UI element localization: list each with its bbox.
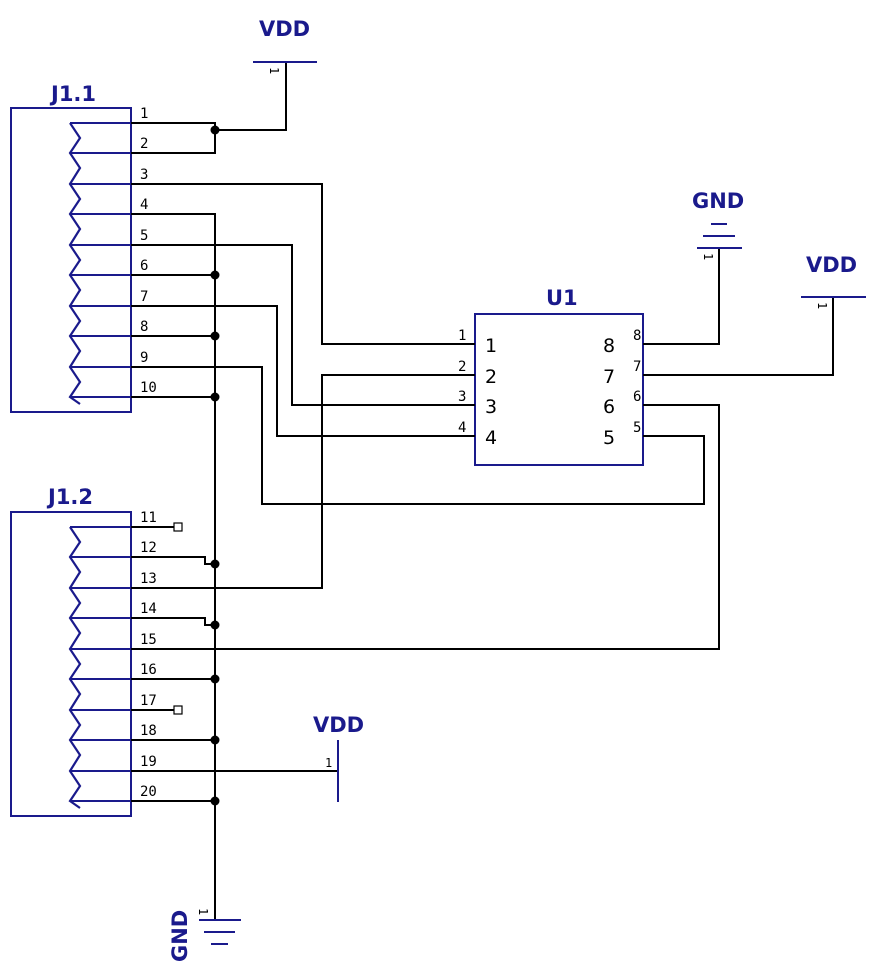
- gnd-symbol-top[interactable]: GND 1: [692, 189, 744, 260]
- pin-label: 20: [140, 784, 157, 800]
- ic-pin-name: 3: [485, 396, 497, 418]
- connector-j1-1[interactable]: J1.1 1 2 3 4 5 6 7 8 9 10: [10, 82, 157, 413]
- gnd-pin-number: 1: [701, 253, 715, 260]
- connector-j1-2-contacts: [68, 526, 82, 809]
- connector-j1-1-body: [10, 107, 132, 413]
- pin-label: 3: [140, 167, 148, 183]
- pin-label: 17: [140, 693, 157, 709]
- connector-j1-2-body: [10, 511, 132, 817]
- vdd-pin-number: 1: [267, 67, 281, 74]
- ic-pin-name: 2: [485, 366, 497, 388]
- pin-label: 19: [140, 754, 157, 770]
- ic-u1-label: U1: [546, 286, 578, 310]
- pin-label: 15: [140, 632, 157, 648]
- ic-u1-body: [474, 313, 644, 466]
- pin-label: 1: [140, 106, 148, 122]
- pin-label: 2: [140, 136, 148, 152]
- connector-j1-1-contacts: [68, 122, 82, 405]
- ic-pin-name: 5: [603, 427, 615, 449]
- pin-label: 4: [140, 197, 148, 213]
- pin-label: 8: [140, 319, 148, 335]
- pin-label: 16: [140, 662, 157, 678]
- connector-j1-2-label: J1.2: [46, 485, 93, 509]
- ic-pin-name: 4: [485, 427, 497, 449]
- connector-j1-2-pin-lines: [70, 526, 131, 802]
- ic-pin-number: 7: [633, 359, 641, 375]
- pin-label: 13: [140, 571, 157, 587]
- gnd-label: GND: [692, 189, 744, 213]
- ic-pin-number: 5: [633, 420, 641, 436]
- ic-pin-number: 2: [458, 359, 466, 375]
- ic-pin-number: 1: [458, 328, 466, 344]
- vdd-symbol-right[interactable]: VDD 1: [801, 253, 866, 309]
- pin-label: 12: [140, 540, 157, 556]
- pin-label: 9: [140, 350, 148, 366]
- no-connect-marker: [173, 705, 183, 715]
- ic-pin-name: 8: [603, 335, 615, 357]
- ic-pin-number: 6: [633, 389, 641, 405]
- ic-pin-name: 6: [603, 396, 615, 418]
- ic-u1-pin-stubs: [445, 343, 673, 437]
- no-connect-marker: [173, 522, 183, 532]
- pin-label: 14: [140, 601, 157, 617]
- vdd-pin-number: 1: [325, 756, 332, 770]
- ic-u1[interactable]: U1 1 2 3 4 8 7 6 5 1 2 3 4 8 7 6 5: [445, 286, 673, 466]
- ic-pin-number: 3: [458, 389, 466, 405]
- vdd-label: VDD: [259, 17, 310, 41]
- pin-label: 7: [140, 289, 148, 305]
- ic-pin-number: 8: [633, 328, 641, 344]
- vdd-pin-number: 1: [815, 302, 829, 309]
- ic-pin-name: 1: [485, 335, 497, 357]
- pin-label: 18: [140, 723, 157, 739]
- pin-label: 11: [140, 510, 157, 526]
- pin-label: 6: [140, 258, 148, 274]
- ic-pin-number: 4: [458, 420, 466, 436]
- gnd-label: GND: [168, 910, 192, 962]
- pin-label: 10: [140, 380, 157, 396]
- wires: [131, 62, 834, 920]
- connector-j1-1-pin-lines: [70, 122, 131, 398]
- pin-label: 5: [140, 228, 148, 244]
- connector-j1-1-label: J1.1: [49, 82, 96, 106]
- vdd-symbol-bottom[interactable]: VDD 1: [313, 713, 364, 802]
- gnd-pin-number: 1: [196, 908, 210, 915]
- connector-j1-2[interactable]: J1.2 11 12 13 14 15 16 17 18 19 20: [10, 485, 157, 817]
- vdd-label: VDD: [806, 253, 857, 277]
- vdd-label: VDD: [313, 713, 364, 737]
- ic-pin-name: 7: [603, 366, 615, 388]
- junction-dots: [210, 125, 220, 806]
- gnd-symbol-bottom[interactable]: GND 1: [168, 908, 241, 962]
- vdd-symbol-top[interactable]: VDD 1: [253, 17, 317, 74]
